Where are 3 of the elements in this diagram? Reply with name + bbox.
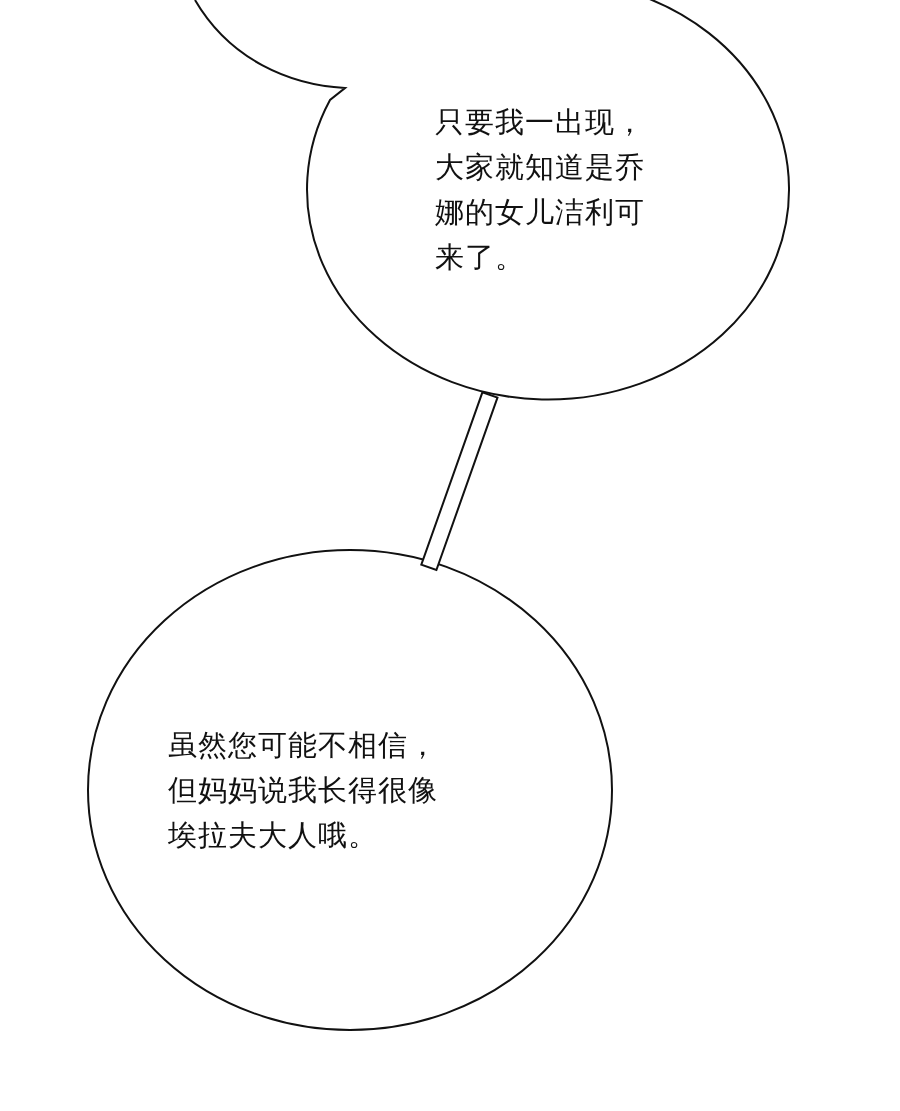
bubble-tail-connector	[420, 391, 499, 572]
speech-text: 虽然您可能不相信，但妈妈说我长得很像埃拉夫大人哦。	[168, 727, 439, 854]
speech-text: 只要我一出现，大家就知道是乔娜的女儿洁利可来了。	[435, 104, 646, 276]
